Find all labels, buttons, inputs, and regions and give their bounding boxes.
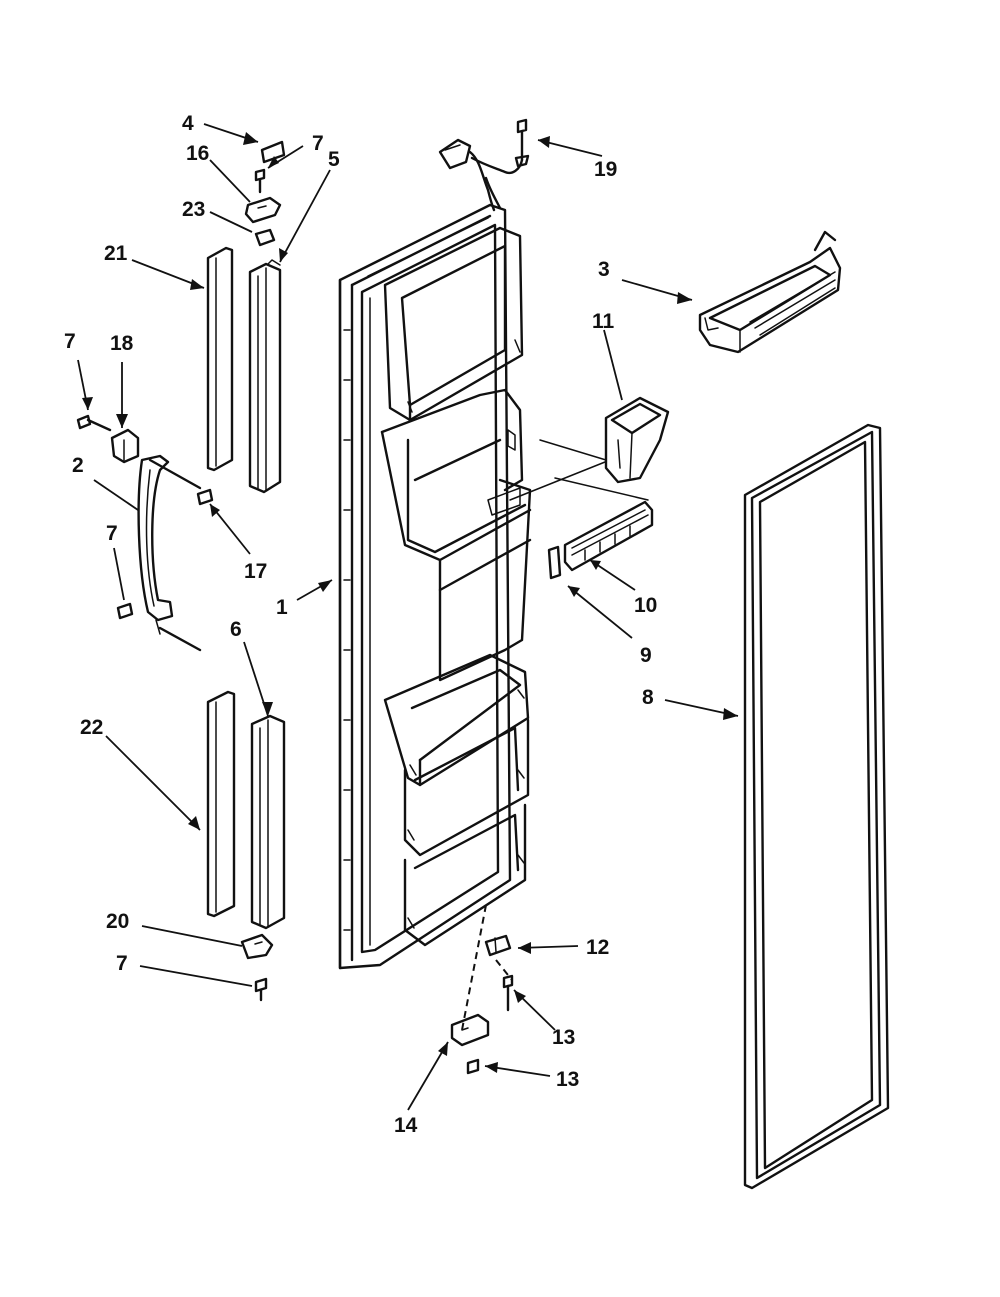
screw-7-handle — [76, 414, 112, 432]
callout-19: 19 — [594, 158, 617, 181]
bracket-16 — [244, 196, 282, 224]
callout-12: 12 — [586, 936, 609, 959]
screw-19 — [514, 118, 530, 168]
axis-line-2 — [495, 959, 513, 981]
callout-9: 9 — [640, 644, 652, 667]
door-panel — [338, 203, 532, 970]
callout-2: 2 — [72, 454, 84, 477]
callout-7-lower: 7 — [106, 522, 118, 545]
trim-6 — [250, 714, 286, 930]
callout-13b: 13 — [556, 1068, 579, 1091]
spacer-23 — [254, 228, 276, 247]
arrowheads — [82, 132, 738, 1073]
bushing-12 — [484, 934, 512, 957]
callout-3: 3 — [598, 258, 610, 281]
trim-21 — [206, 246, 234, 472]
callout-21: 21 — [104, 242, 128, 265]
screw-7-bottom — [254, 977, 268, 1002]
leader-lines — [77, 123, 739, 1111]
callout-4: 4 — [182, 112, 194, 135]
callout-labels: 4 7 16 5 23 21 7 18 2 7 17 1 6 22 20 7 1… — [64, 112, 657, 1137]
screw-17 — [196, 488, 214, 506]
callout-8: 8 — [642, 686, 654, 709]
switch — [547, 545, 562, 580]
callout-18: 18 — [110, 332, 134, 355]
callout-10: 10 — [634, 594, 657, 617]
door-shelf — [698, 230, 842, 354]
callout-20: 20 — [106, 910, 129, 933]
callout-7-top: 7 — [312, 132, 324, 155]
callout-1: 1 — [276, 596, 288, 619]
axis-line — [461, 904, 487, 1031]
callout-7-handle: 7 — [64, 330, 76, 353]
callout-23: 23 — [182, 198, 205, 221]
callout-7-bottom: 7 — [116, 952, 128, 975]
callout-17: 17 — [244, 560, 267, 583]
trim-5 — [248, 259, 282, 494]
light-assembly — [554, 477, 654, 572]
callout-11: 11 — [592, 310, 615, 333]
callout-6: 6 — [230, 618, 242, 641]
screw-7-lower — [116, 602, 134, 620]
screw-13a — [502, 974, 514, 1012]
screw-7-top — [254, 168, 266, 194]
endcap-18 — [110, 428, 140, 464]
bracket-20 — [240, 933, 274, 960]
hinge-14 — [450, 1013, 490, 1047]
trim-22 — [206, 690, 236, 918]
label-plate-4 — [260, 140, 286, 164]
ice-chute — [509, 396, 670, 501]
screw-13b — [466, 1058, 480, 1075]
callout-14: 14 — [394, 1114, 418, 1137]
wire-harness — [438, 138, 524, 212]
door-gasket — [743, 423, 890, 1190]
callout-5: 5 — [328, 148, 340, 171]
handle-2 — [137, 454, 202, 652]
callout-16: 16 — [186, 142, 209, 165]
callout-13a: 13 — [552, 1026, 575, 1049]
callout-22: 22 — [80, 716, 103, 739]
